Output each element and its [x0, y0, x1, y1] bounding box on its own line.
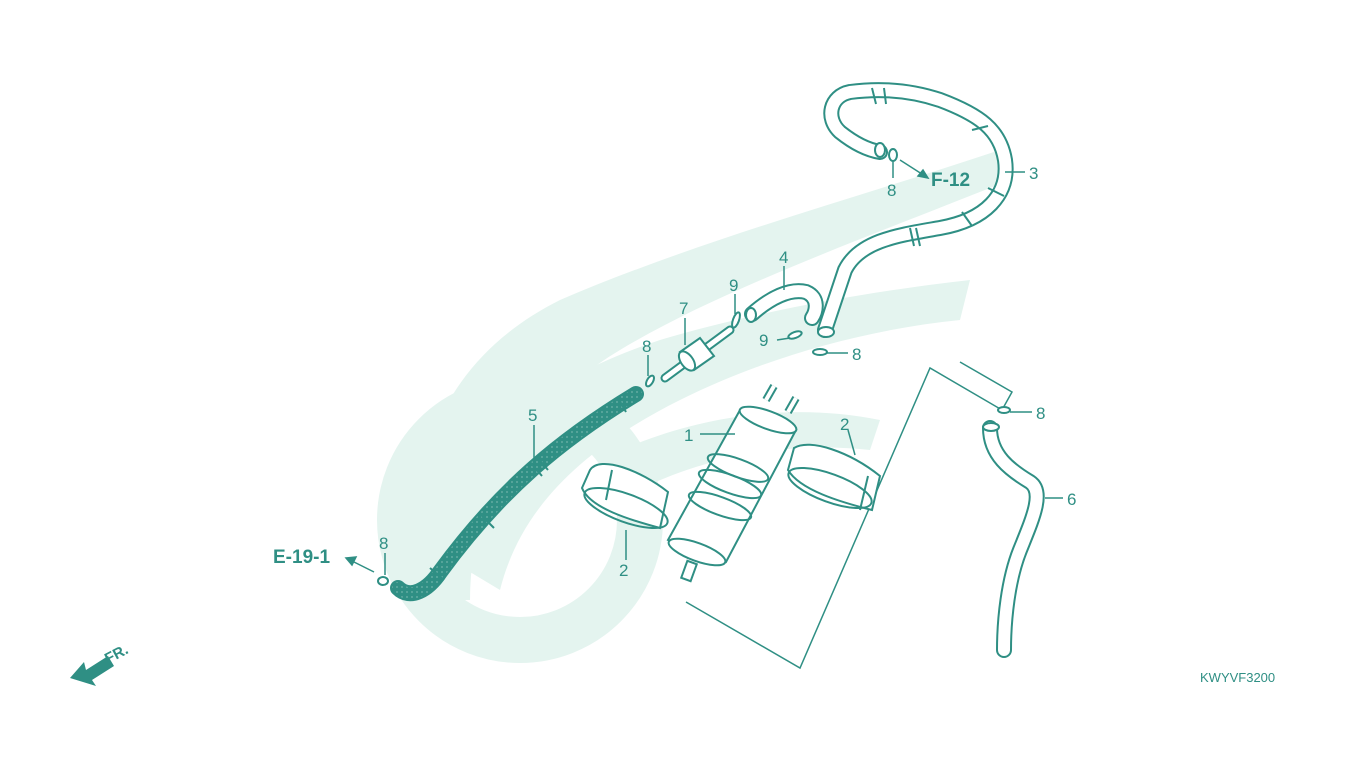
ref-f12: F-12 [931, 170, 970, 191]
fuel-pump-1 [666, 384, 800, 583]
fuel-hose-6 [982, 420, 1045, 658]
label-part-9-top: 9 [729, 276, 738, 295]
fuel-hose-4 [744, 283, 824, 326]
front-direction-arrow-icon: FR. [70, 641, 131, 686]
label-part-6: 6 [1067, 490, 1076, 509]
ref-e191: E-19-1 [273, 547, 330, 568]
assembly-bracket [685, 361, 1014, 670]
label-part-1: 1 [684, 426, 693, 445]
label-part-8-right: 8 [1036, 404, 1045, 423]
label-part-4: 4 [779, 248, 788, 267]
fuel-hose-3 [817, 82, 1014, 338]
label-part-8-pump: 8 [852, 345, 861, 364]
leader-lines [384, 162, 1063, 575]
label-part-9-pump: 9 [759, 331, 768, 350]
clip-parts [377, 148, 1011, 586]
diagram-code: KWYVF3200 [1200, 670, 1275, 685]
label-part-8-left: 8 [379, 534, 388, 553]
label-part-3: 3 [1029, 164, 1038, 183]
label-part-5: 5 [528, 406, 537, 425]
label-part-7: 7 [679, 299, 688, 318]
label-part-2-right: 2 [840, 415, 849, 434]
label-part-8-top: 8 [887, 181, 896, 200]
ref-arrows [344, 159, 930, 573]
label-part-2-left: 2 [619, 561, 628, 580]
pump-band-2-right [786, 443, 882, 512]
pump-band-2-left [580, 462, 670, 530]
label-part-8-filter: 8 [642, 337, 651, 356]
fuel-filter-7 [660, 325, 735, 383]
fuel-hose-5 [390, 386, 644, 602]
